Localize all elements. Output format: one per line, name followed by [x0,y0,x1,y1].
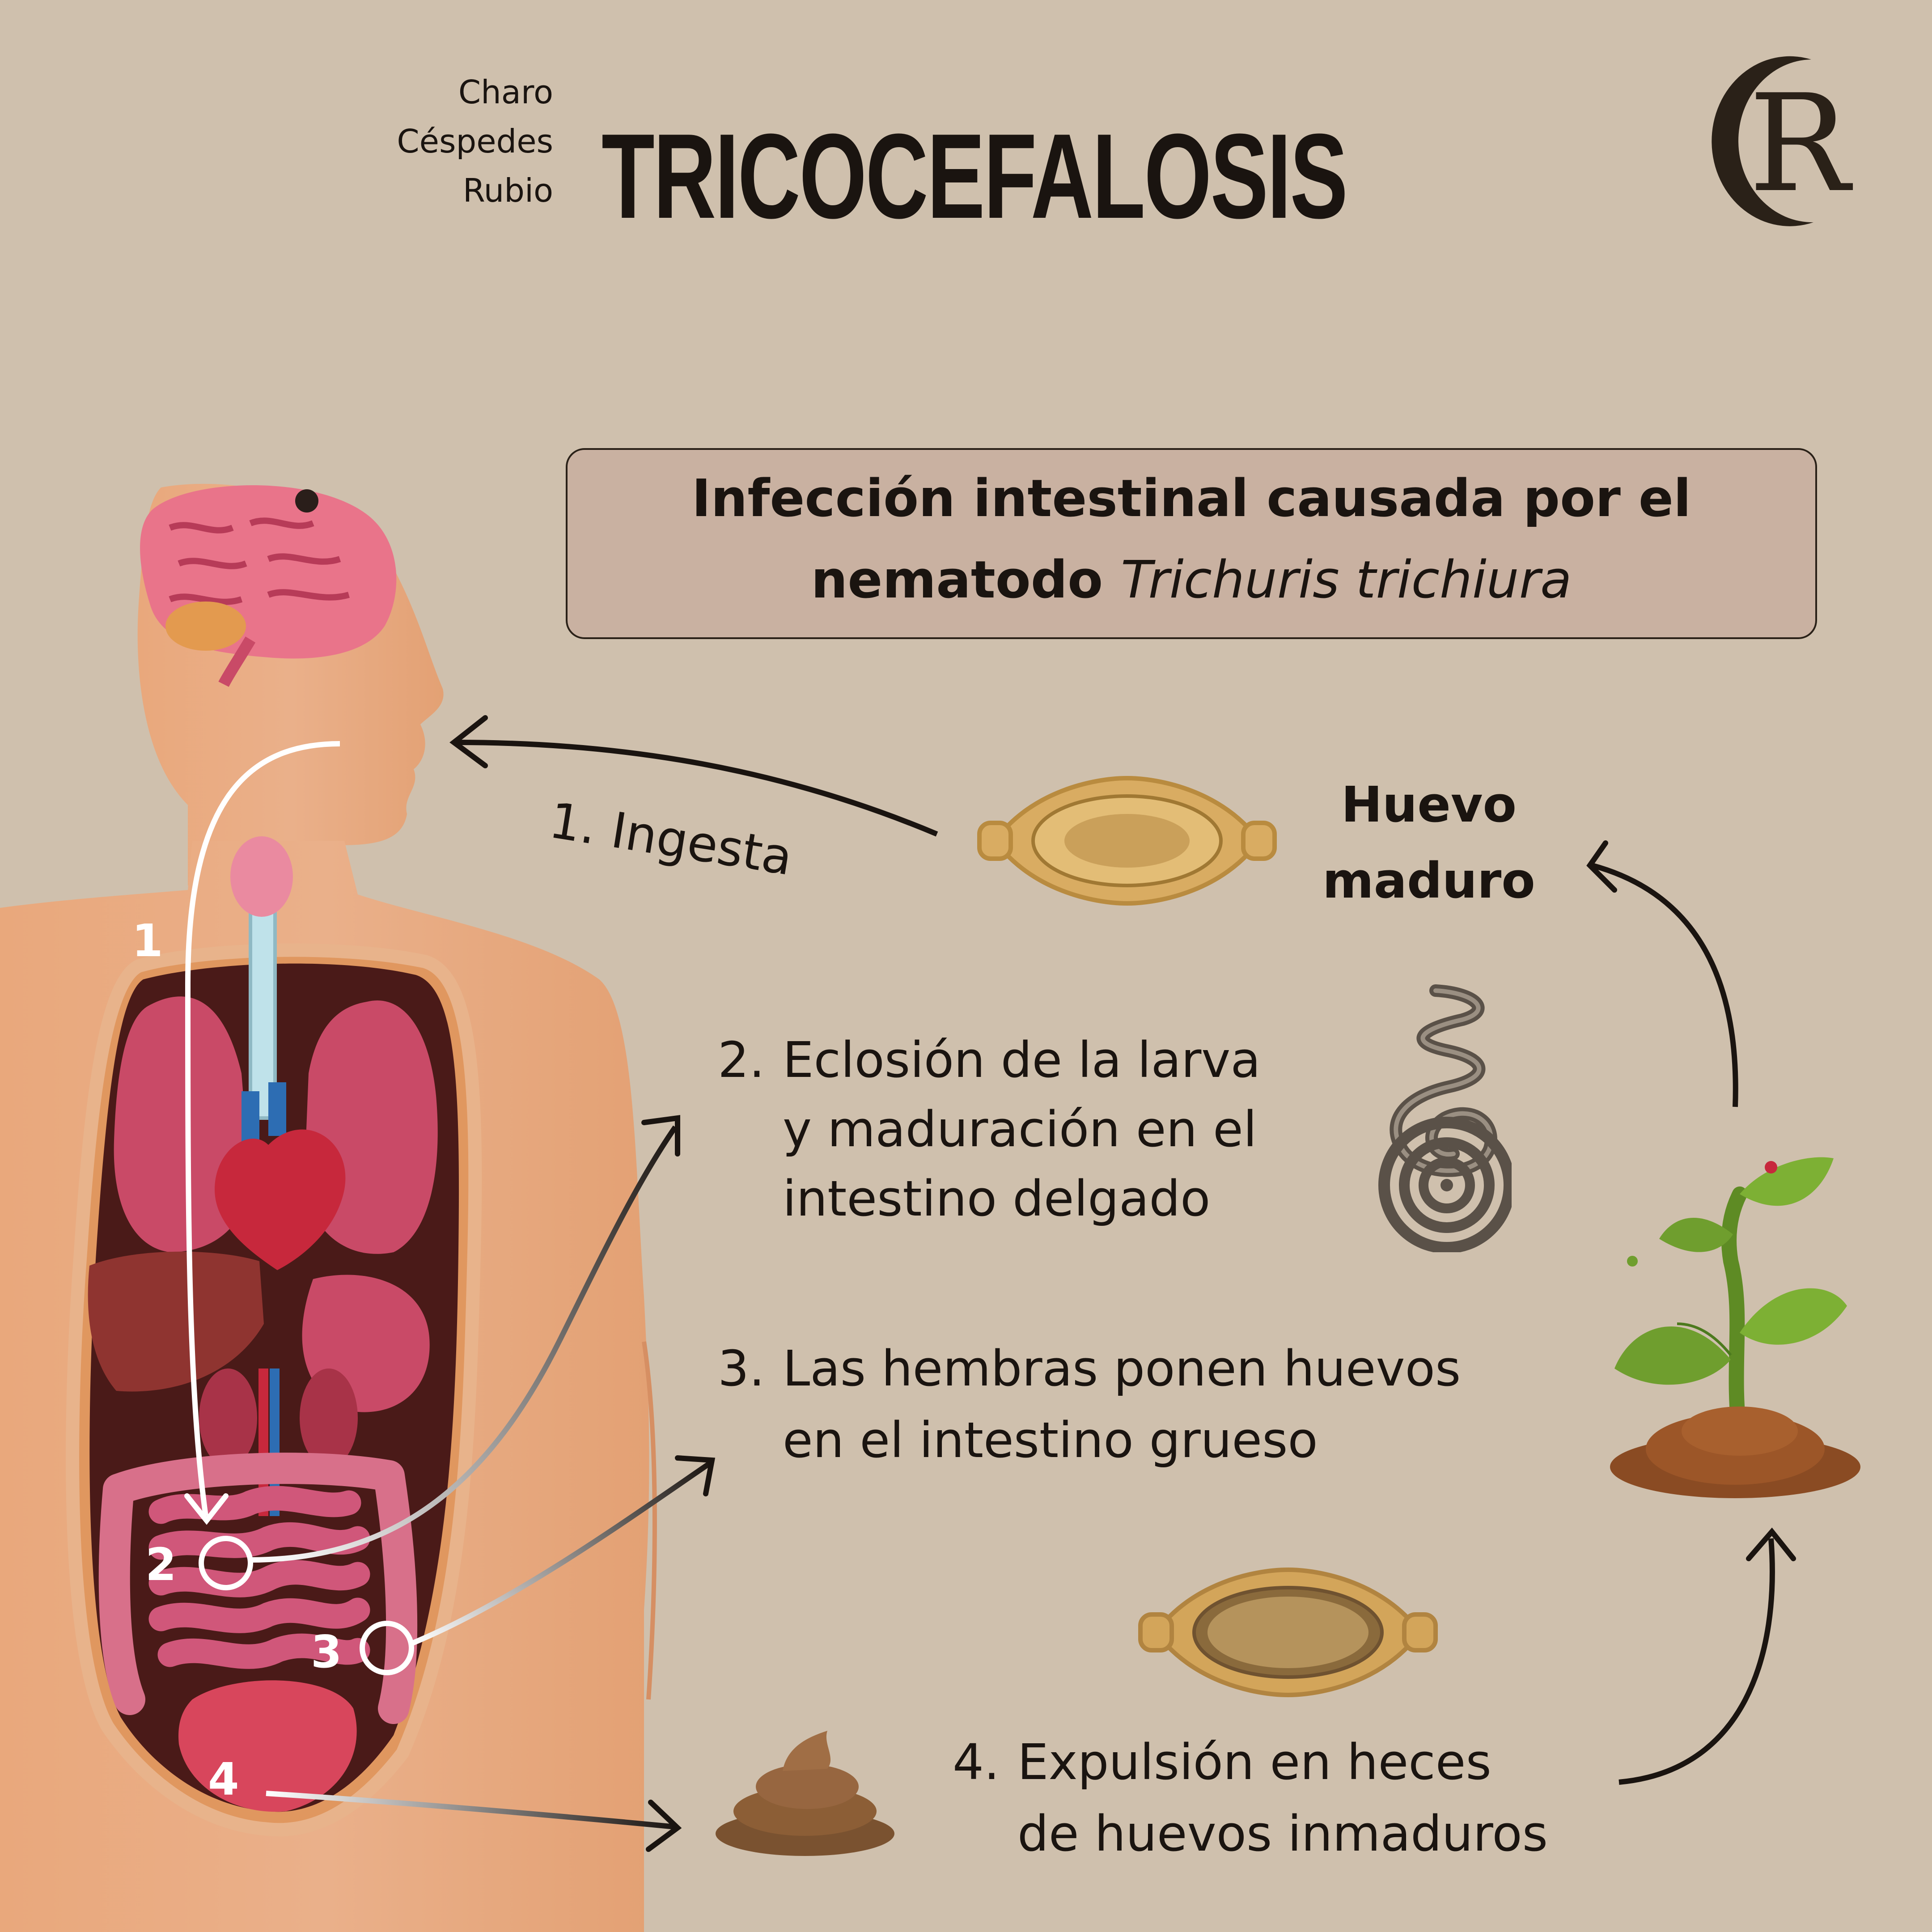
step2-text-1: Eclosión de la larva [783,1031,1261,1089]
body-marker-4: 4 [208,1753,239,1805]
definition-box [566,448,1817,639]
step3-line1: 3. Las hembras ponen huevos [718,1333,1461,1404]
body-marker-3: 3 [311,1626,342,1678]
marker-circle-2 [199,1536,253,1590]
body-marker-2: 2 [145,1538,177,1591]
brand-monogram-logo: R [1712,56,1853,226]
step2-number: 2. [718,1031,765,1089]
mature-egg-icon [977,775,1277,906]
brand-name-line1: Charo [458,73,553,111]
definition-line-1: Infección intestinal causada por el [691,469,1691,529]
svg-text:R: R [1749,66,1853,222]
marker-circle-3 [360,1621,414,1675]
brand-name-line2: Céspedes [397,123,553,160]
step2-line2: y maduración en el [783,1101,1257,1158]
brand-name-line3: Rubio [462,172,553,209]
step3-line2: en el intestino grueso [783,1411,1318,1469]
mature-egg-label-line2: maduro [1322,852,1535,909]
mature-egg-label-line1: Huevo [1341,776,1517,833]
page-title: TRICOCEFALOSIS [602,109,1348,244]
step3-arrow [410,1460,713,1646]
human-anatomy-illustration [0,483,657,1932]
species-name: Trichuris trichiura [1121,550,1572,610]
immature-egg-icon [1138,1567,1438,1698]
ingestion-arrow [456,740,938,837]
step4-line2: de huevos inmaduros [1017,1805,1548,1862]
body-marker-1: 1 [132,915,163,967]
step4-number: 4. [953,1733,1000,1791]
to-mature-egg-arrow [1591,863,1738,1107]
brain-icon [140,485,397,687]
step2-line3: intestino delgado [783,1170,1211,1227]
sprout-plant-icon [1610,1157,1860,1498]
step3-number: 3. [718,1340,765,1397]
step4-line1: 4. Expulsión en heces [953,1726,1491,1798]
step2-arrow [250,1125,678,1563]
larva-worm-icon [1378,984,1512,1252]
heart-icon [215,1082,346,1270]
step4-arrow [266,1791,676,1830]
step4-text-1: Expulsión en heces [1017,1733,1491,1791]
step3-text-1: Las hembras ponen huevos [783,1340,1461,1397]
definition-prefix: nematodo [811,550,1121,610]
feces-icon [716,1731,894,1856]
digestive-path-arrow [185,741,340,1517]
to-soil-arrow [1618,1538,1775,1785]
definition-line-2: nematodo Trichuris trichiura [566,550,1817,610]
step2-line1: 2. Eclosión de la larva [718,1024,1261,1096]
